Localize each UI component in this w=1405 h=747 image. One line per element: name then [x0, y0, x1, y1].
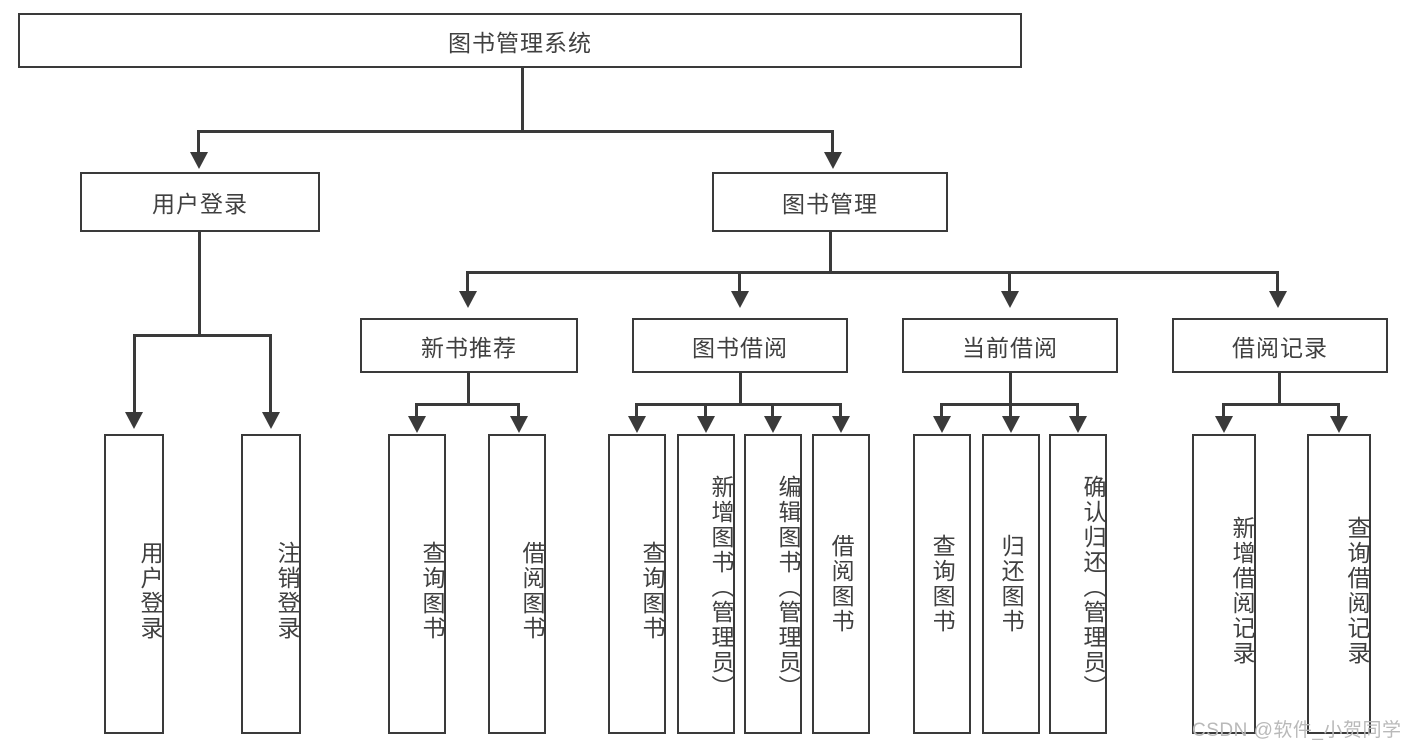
- node-label: 确认归还（管理员）: [1080, 474, 1106, 700]
- node-label: 编辑图书（管理员）: [775, 474, 801, 700]
- connector-book-borrow-bus: [635, 403, 842, 406]
- connector-borrow-record-trunk: [1278, 373, 1281, 405]
- csdn-watermark: CSDN @软件_小贺同学: [1192, 720, 1402, 741]
- arrow-user-login-leaf-2: [262, 412, 280, 429]
- connector-root-to-user-login: [197, 130, 200, 155]
- node-label: 注销登录: [274, 541, 300, 641]
- connector-root-to-book-management: [831, 130, 834, 155]
- arrow-book-borrow-leaf-4: [832, 416, 850, 433]
- connector-new-book-bus: [415, 403, 520, 406]
- node-borrow-record[interactable]: 借阅记录: [1172, 318, 1388, 373]
- connector-book-borrow-leaf-3: [771, 403, 774, 419]
- connector-bm-to-current-borrow: [1008, 271, 1011, 293]
- connector-bm-to-new-book: [466, 271, 469, 293]
- connector-borrow-record-leaf-1: [1222, 403, 1225, 419]
- leaf-current-borrow-query[interactable]: 查询图书: [913, 434, 971, 734]
- leaf-book-borrow-add[interactable]: 新增图书（管理员）: [677, 434, 735, 734]
- node-book-borrow[interactable]: 图书借阅: [632, 318, 848, 373]
- arrow-root-to-user-login: [190, 152, 208, 169]
- connector-new-book-leaf-1: [415, 403, 418, 419]
- arrow-bm-to-book-borrow: [731, 291, 749, 308]
- node-new-book-recommend[interactable]: 新书推荐: [360, 318, 578, 373]
- connector-current-borrow-leaf-2: [1009, 403, 1012, 419]
- connector-bm-to-borrow-record: [1276, 271, 1279, 293]
- node-label: 新增借阅记录: [1229, 516, 1255, 666]
- connector-book-management-trunk: [829, 232, 832, 274]
- connector-user-login-bus: [133, 334, 271, 337]
- node-label: 查询借阅记录: [1344, 516, 1370, 666]
- arrow-borrow-record-leaf-1: [1215, 416, 1233, 433]
- node-book-management-system[interactable]: 图书管理系统: [18, 13, 1022, 68]
- arrow-book-borrow-leaf-1: [628, 416, 646, 433]
- node-label: 查询图书: [929, 534, 956, 634]
- arrow-bm-to-borrow-record: [1269, 291, 1287, 308]
- node-label: 图书管理系统: [448, 29, 592, 56]
- leaf-new-book-borrow[interactable]: 借阅图书: [488, 434, 546, 734]
- node-label: 图书借阅: [692, 334, 788, 361]
- arrow-bm-to-new-book: [459, 291, 477, 308]
- connector-book-borrow-trunk: [739, 373, 742, 405]
- leaf-current-borrow-confirm-return[interactable]: 确认归还（管理员）: [1049, 434, 1107, 734]
- arrow-user-login-leaf-1: [125, 412, 143, 429]
- leaf-borrow-record-add[interactable]: 新增借阅记录: [1192, 434, 1256, 734]
- leaf-user-login-login[interactable]: 用户登录: [104, 434, 164, 734]
- node-label: 归还图书: [998, 534, 1025, 634]
- connector-root-bus: [197, 130, 834, 133]
- arrow-book-borrow-leaf-3: [764, 416, 782, 433]
- leaf-book-borrow-query[interactable]: 查询图书: [608, 434, 666, 734]
- node-label: 借阅记录: [1232, 334, 1328, 361]
- node-label: 当前借阅: [962, 334, 1058, 361]
- node-user-login[interactable]: 用户登录: [80, 172, 320, 232]
- connector-borrow-record-bus: [1222, 403, 1340, 406]
- connector-user-login-trunk: [198, 232, 201, 336]
- node-current-borrow[interactable]: 当前借阅: [902, 318, 1118, 373]
- connector-current-borrow-leaf-3: [1076, 403, 1079, 419]
- connector-book-borrow-leaf-1: [635, 403, 638, 419]
- leaf-book-borrow-edit[interactable]: 编辑图书（管理员）: [744, 434, 802, 734]
- node-book-management[interactable]: 图书管理: [712, 172, 948, 232]
- arrow-new-book-leaf-2: [510, 416, 528, 433]
- node-label: 用户登录: [152, 191, 248, 217]
- connector-current-borrow-trunk: [1009, 373, 1012, 405]
- arrow-borrow-record-leaf-2: [1330, 416, 1348, 433]
- node-label: 查询图书: [419, 541, 445, 641]
- arrow-bm-to-current-borrow: [1001, 291, 1019, 308]
- node-label: 用户登录: [137, 541, 163, 641]
- leaf-borrow-record-query[interactable]: 查询借阅记录: [1307, 434, 1371, 734]
- leaf-new-book-query[interactable]: 查询图书: [388, 434, 446, 734]
- connector-book-borrow-leaf-2: [704, 403, 707, 419]
- leaf-book-borrow-borrow[interactable]: 借阅图书: [812, 434, 870, 734]
- node-label: 新增图书（管理员）: [708, 474, 734, 700]
- connector-book-management-bus: [466, 271, 1278, 274]
- arrow-current-borrow-leaf-1: [933, 416, 951, 433]
- connector-book-borrow-leaf-4: [839, 403, 842, 419]
- connector-new-book-trunk: [467, 373, 470, 405]
- connector-new-book-leaf-2: [517, 403, 520, 419]
- arrow-book-borrow-leaf-2: [697, 416, 715, 433]
- arrow-root-to-book-management: [824, 152, 842, 169]
- arrow-new-book-leaf-1: [408, 416, 426, 433]
- arrow-current-borrow-leaf-2: [1002, 416, 1020, 433]
- connector-bm-to-book-borrow: [738, 271, 741, 293]
- connector-user-login-leaf-1: [133, 334, 136, 414]
- node-label: 借阅图书: [828, 534, 855, 634]
- connector-borrow-record-leaf-2: [1337, 403, 1340, 419]
- node-label: 借阅图书: [519, 541, 545, 641]
- arrow-current-borrow-leaf-3: [1069, 416, 1087, 433]
- connector-user-login-leaf-2: [269, 334, 272, 414]
- leaf-user-login-logout[interactable]: 注销登录: [241, 434, 301, 734]
- node-label: 查询图书: [639, 541, 665, 641]
- node-label: 图书管理: [782, 191, 878, 217]
- leaf-current-borrow-return[interactable]: 归还图书: [982, 434, 1040, 734]
- connector-current-borrow-leaf-1: [940, 403, 943, 419]
- node-label: 新书推荐: [421, 334, 517, 361]
- connector-root-trunk: [521, 68, 524, 132]
